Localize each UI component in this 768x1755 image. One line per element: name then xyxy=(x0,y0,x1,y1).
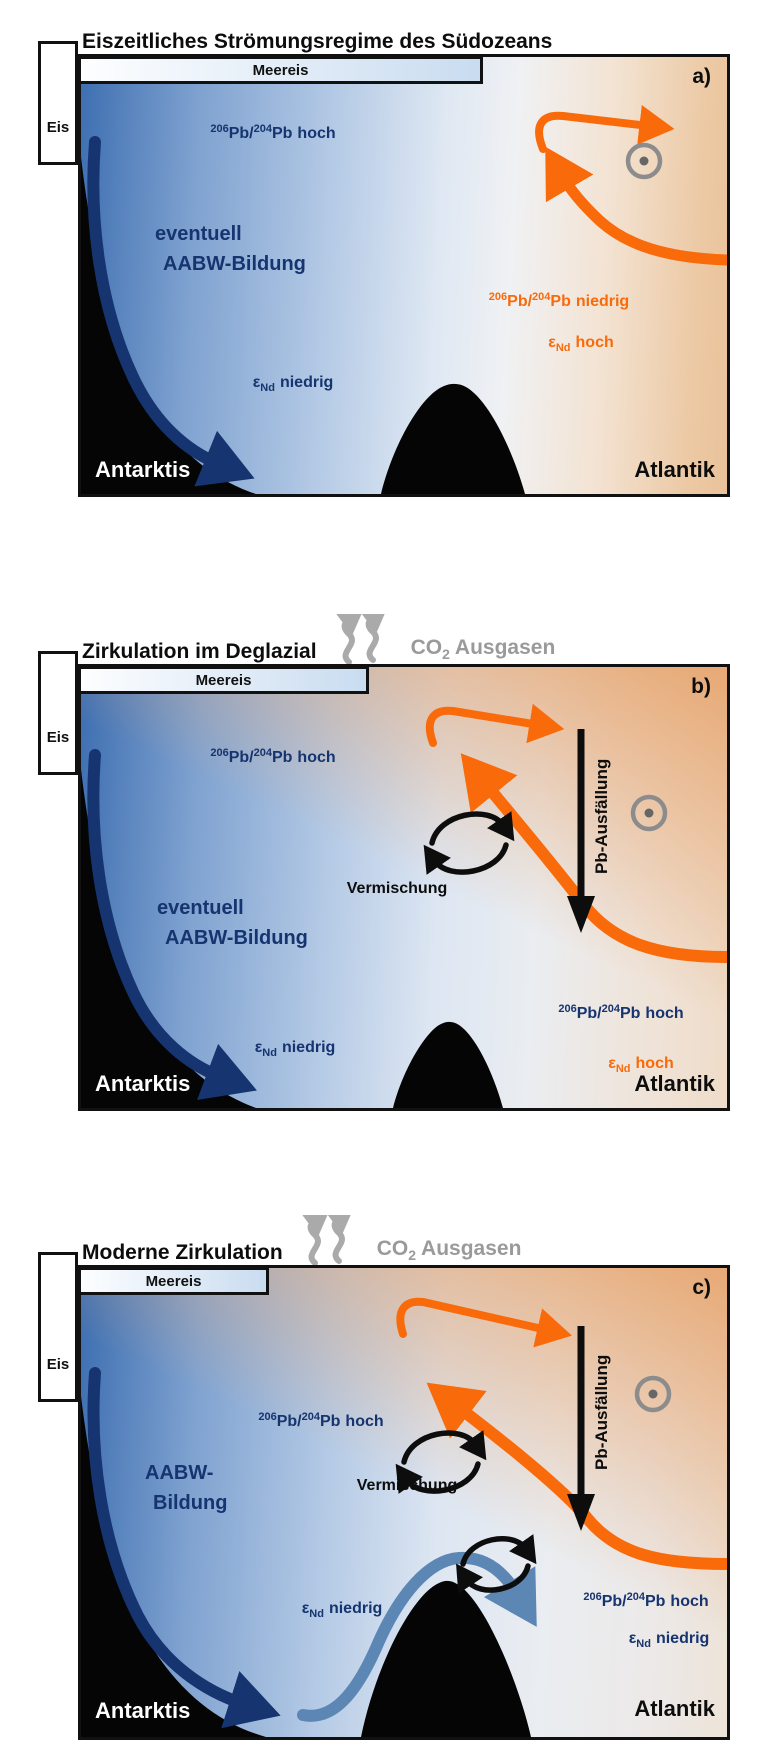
scene-a-graphics xyxy=(81,105,727,494)
sea-ice-label: Meereis xyxy=(252,61,309,79)
co2-outgassing-label: CO2 Ausgasen xyxy=(410,635,556,662)
out-of-page-icon xyxy=(634,1375,672,1413)
panel-b-title-row: Zirkulation im Deglazial CO2 Ausgasen xyxy=(82,612,736,664)
ice-shelf-box: Eis xyxy=(38,651,78,775)
aabw-formation-label: eventuell AABW-Bildung xyxy=(157,897,308,949)
scene-c-graphics xyxy=(81,1297,727,1737)
panel-a: Eiszeitliches Strömungsregime des Südoze… xyxy=(36,28,736,497)
out-of-page-icon xyxy=(625,142,663,180)
panel-title: Moderne Zirkulation xyxy=(82,1241,283,1264)
seamount xyxy=(393,1021,503,1108)
antarctica-land xyxy=(81,1396,266,1737)
sea-ice-bar: Meereis xyxy=(81,1268,269,1295)
atlantik-label: Atlantik xyxy=(634,457,715,482)
upwelling-arrow xyxy=(426,1382,727,1570)
aabw-formation-label: eventuell AABW-Bildung xyxy=(155,223,306,275)
surface-current-arrow xyxy=(396,1297,572,1348)
sea-ice-bar: Meereis xyxy=(81,667,369,694)
antarctica-land xyxy=(81,769,256,1108)
seamount xyxy=(381,383,525,494)
antarktis-label: Antarktis xyxy=(95,457,191,482)
pb-fallout-arrow xyxy=(567,1326,595,1531)
ice-label: Eis xyxy=(46,1356,70,1373)
co2-outgassing-label: CO2 Ausgasen xyxy=(376,1236,522,1263)
panel-letter: b) xyxy=(691,675,711,698)
aabw-arrow xyxy=(87,749,257,1101)
antarktis-label: Antarktis xyxy=(95,1698,191,1723)
surface-current-arrow xyxy=(425,703,565,747)
aabw-arrow xyxy=(87,136,255,487)
steam-icon xyxy=(333,614,388,664)
panel-c-title-row: Moderne Zirkulation CO2 Ausgasen xyxy=(82,1213,736,1265)
aabw-formation-label: AABW- Bildung xyxy=(145,1462,228,1514)
atlantik-label: Atlantik xyxy=(634,1071,715,1096)
atlantik-label: Atlantik xyxy=(634,1696,715,1721)
bottom-current-arrow xyxy=(297,1551,537,1722)
panel-letter: c) xyxy=(692,1276,711,1299)
vermischung-label: Vermischung xyxy=(356,1477,458,1494)
pb-fallout-arrow xyxy=(567,729,595,933)
aabw-arrow xyxy=(87,1367,281,1729)
steam-icon xyxy=(299,1215,355,1265)
panel-c: Moderne Zirkulation CO2 Ausgasen Eis xyxy=(36,1213,736,1740)
scene-b-graphics xyxy=(81,703,727,1108)
sea-ice-label: Meereis xyxy=(195,671,252,689)
mixing-arrows-icon xyxy=(395,1430,487,1494)
out-of-page-icon xyxy=(630,794,668,832)
antarctica-land xyxy=(81,157,256,494)
ice-label: Eis xyxy=(46,119,70,136)
sea-ice-bar: Meereis xyxy=(81,57,483,84)
panel-title: Eiszeitliches Strömungsregime des Südoze… xyxy=(82,30,553,53)
vermischung-label: Vermischung xyxy=(346,880,448,897)
mixing-arrows-icon xyxy=(423,811,515,875)
panel-title: Zirkulation im Deglazial xyxy=(82,640,317,663)
mixing-arrows-icon-deep xyxy=(455,1534,537,1594)
panel-a-title-row: Eiszeitliches Strömungsregime des Südoze… xyxy=(82,28,736,54)
panel-b: Zirkulation im Deglazial CO2 Ausgasen Ei… xyxy=(36,612,736,1111)
antarktis-label: Antarktis xyxy=(95,1071,191,1096)
sea-ice-label: Meereis xyxy=(145,1272,202,1290)
ice-shelf-box: Eis xyxy=(38,41,78,165)
seamount xyxy=(361,1580,531,1737)
panel-letter: a) xyxy=(692,65,711,88)
pb-fallout-label: Pb-Ausfällung xyxy=(592,758,611,875)
ice-shelf-box: Eis xyxy=(38,1252,78,1402)
deep-inflow-arrow xyxy=(545,146,727,266)
pb-fallout-label: Pb-Ausfällung xyxy=(592,1354,611,1470)
ice-label: Eis xyxy=(46,729,70,746)
surface-current-arrow xyxy=(535,105,675,153)
